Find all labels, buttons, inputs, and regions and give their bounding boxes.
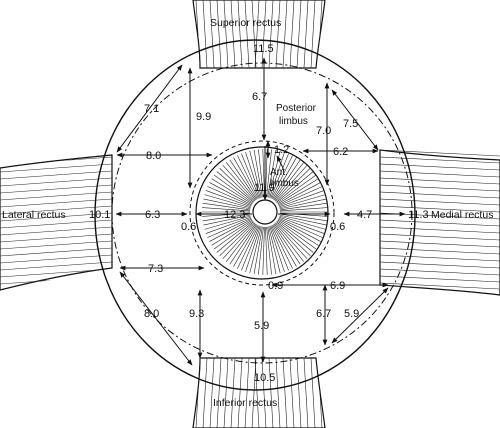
posterior-limbus-circle — [189, 140, 335, 286]
right-small-value: 0.6 — [330, 221, 345, 233]
inf-center-value: 5.9 — [254, 320, 269, 332]
medial-width-value: 11.3 — [408, 209, 429, 221]
inferior-width-value: 10.5 — [254, 372, 275, 384]
inf-med-diag-value: 5.9 — [344, 308, 359, 320]
lat-center-value: 6.3 — [145, 209, 160, 221]
superior-rectus-muscle — [192, 0, 326, 69]
superior-rectus-label: Superior rectus — [210, 17, 281, 29]
sup-med-vert-value: 7.0 — [316, 125, 331, 137]
sup-lat-vert-value: 9.9 — [196, 111, 211, 123]
pupil — [252, 199, 278, 225]
globe-outline — [94, 39, 416, 391]
med-lower-horiz-value: 6.9 — [330, 280, 345, 292]
sup-lat-diag-value: 7.1 — [144, 103, 159, 115]
inf-med-vert-value: 6.7 — [316, 308, 331, 320]
inf-lat-diag-value: 8.0 — [144, 308, 159, 320]
medial-rectus-label: Medial rectus — [431, 209, 493, 221]
lat-lower-horiz-value: 7.3 — [148, 263, 163, 275]
inf-lat-vert-value: 9.3 — [189, 308, 204, 320]
superior-width-value: 11.5 — [253, 43, 274, 55]
measurement-labels: 11.5 10.5 10.1 11.3 7.1 9.9 6.7 7.0 7.5 … — [89, 43, 429, 384]
lat-upper-horiz-value: 8.0 — [146, 150, 161, 162]
cornea-horizontal-value: 12.3 — [224, 209, 245, 221]
anterior-limbus-label-line1: Ant. — [270, 167, 288, 178]
left-small-value: 0.6 — [181, 221, 196, 233]
inferior-rectus-label: Inferior rectus — [213, 397, 277, 409]
lateral-width-value: 10.1 — [89, 209, 110, 221]
iris-texture — [202, 149, 328, 275]
medial-rectus-muscle — [379, 149, 500, 296]
measurement-arrows — [115, 57, 406, 366]
posterior-limbus-label-line2: limbus — [279, 116, 308, 127]
inf-small-value: 0.9 — [268, 280, 283, 292]
limbus-width-value: 1.2 — [274, 144, 289, 156]
lateral-rectus-label: Lateral rectus — [2, 209, 66, 221]
sup-center-value: 6.7 — [252, 91, 267, 103]
sup-med-diag-value: 7.5 — [343, 118, 358, 130]
posterior-limbus-label-line1: Posterior — [276, 103, 317, 114]
med-upper-horiz-value: 6.2 — [333, 146, 348, 158]
cornea-vertical-value: 11.9 — [254, 182, 275, 194]
inferior-rectus-muscle — [192, 357, 326, 428]
med-center-value: 4.7 — [357, 209, 372, 221]
anterior-limbus-label-line2: limbus — [270, 178, 299, 189]
